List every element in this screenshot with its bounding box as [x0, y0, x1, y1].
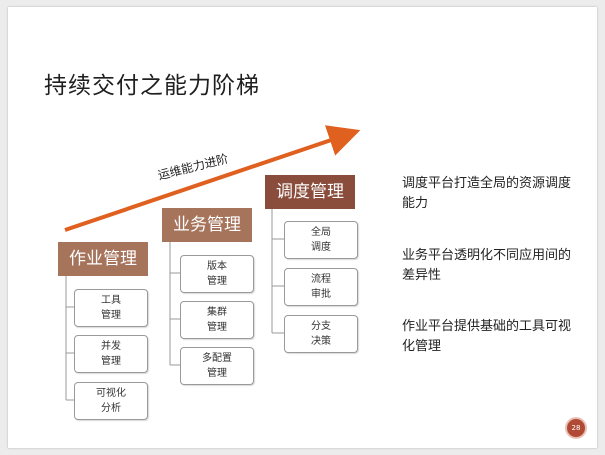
item-process-approval: 流程 审批 [284, 268, 358, 306]
item-concurrency-management: 并发 管理 [74, 335, 148, 373]
desc-job-platform: 作业平台提供基础的工具可视化管理 [402, 319, 572, 354]
item-branch-decision: 分支 决策 [284, 315, 358, 353]
desc-business-platform: 业务平台透明化不同应用间的差异性 [402, 248, 572, 283]
item-global-scheduling: 全局 调度 [284, 221, 358, 259]
item-cluster-management: 集群 管理 [180, 301, 254, 339]
item-tool-management: 工具 管理 [74, 289, 148, 327]
item-version-management: 版本 管理 [180, 255, 254, 293]
item-multiconfig-management: 多配置 管理 [180, 347, 254, 385]
page-title: 持续交付之能力阶梯 [44, 73, 260, 99]
header-scheduling-management: 调度管理 [265, 175, 355, 209]
header-job-management: 作业管理 [58, 242, 148, 276]
page-number-badge: 28 [565, 417, 587, 439]
header-business-management: 业务管理 [162, 208, 252, 242]
desc-scheduling-platform: 调度平台打造全局的资源调度能力 [402, 176, 572, 211]
item-visual-analysis: 可视化 分析 [74, 382, 148, 420]
